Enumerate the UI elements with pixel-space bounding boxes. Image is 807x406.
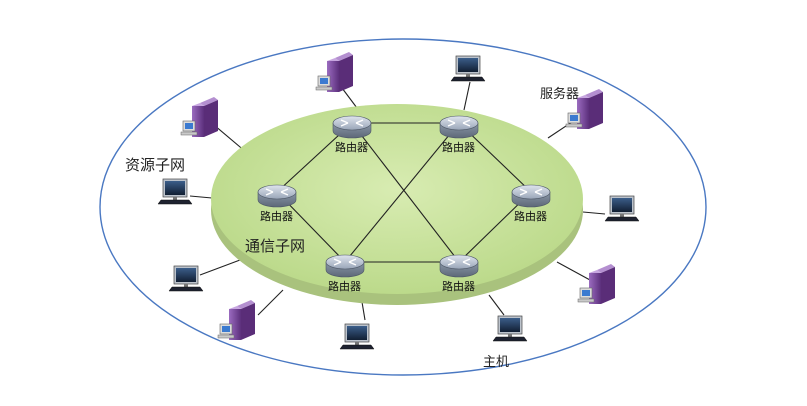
resource-subnet-label: 资源子网 xyxy=(125,156,186,174)
servers xyxy=(180,52,615,340)
router-icon xyxy=(325,254,365,278)
host-computer-icon xyxy=(450,55,486,82)
router-icon xyxy=(511,184,551,208)
host-computer-icon xyxy=(157,178,193,205)
hosts xyxy=(157,55,640,350)
host-computer-icon xyxy=(604,195,640,222)
host-computer-icon xyxy=(492,315,528,342)
router-label: 路由器 xyxy=(514,210,547,223)
host-computer-icon xyxy=(168,265,204,292)
server-icon xyxy=(217,300,255,340)
server-icon xyxy=(565,89,603,129)
router-label: 路由器 xyxy=(260,210,293,223)
host-computer-icon xyxy=(339,323,375,350)
router-icon xyxy=(332,115,372,139)
routers xyxy=(257,115,551,278)
router-label: 路由器 xyxy=(442,280,475,293)
server-icon xyxy=(577,264,615,304)
server-icon xyxy=(315,52,353,92)
router-label: 路由器 xyxy=(335,141,368,154)
server-icon xyxy=(180,97,218,137)
server-label: 服务器 xyxy=(540,87,580,102)
router-label: 路由器 xyxy=(442,141,475,154)
router-icon xyxy=(257,184,297,208)
router-label: 路由器 xyxy=(328,280,361,293)
communication-subnet-label: 通信子网 xyxy=(245,237,306,255)
host-label: 主机 xyxy=(483,355,510,370)
router-icon xyxy=(439,115,479,139)
router-icon xyxy=(439,254,479,278)
